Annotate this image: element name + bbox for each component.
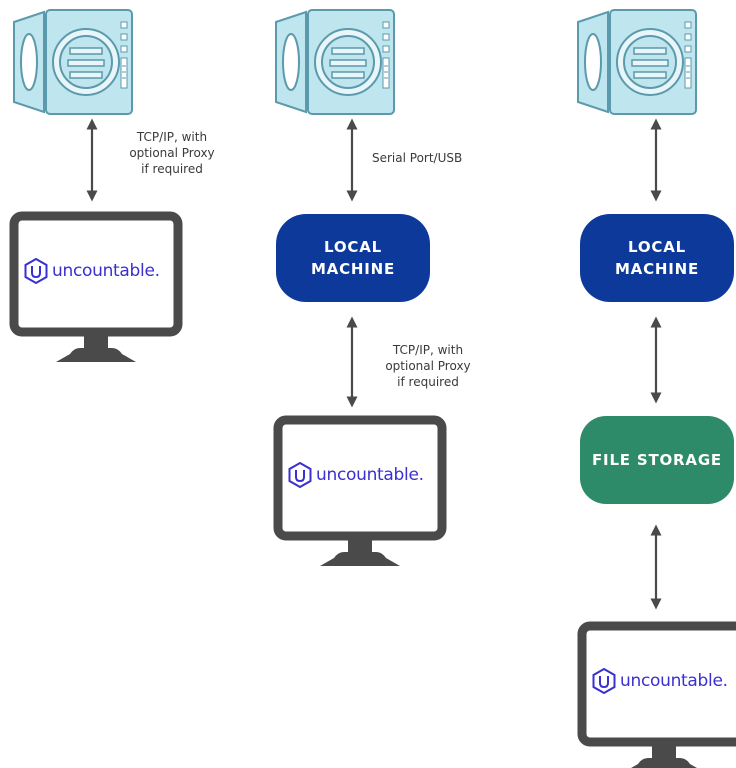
hexagon-u-icon	[288, 462, 312, 488]
link-label-tcpip: TCP/IP, with optional Proxy if required	[385, 343, 471, 389]
hexagon-u-icon	[24, 258, 48, 284]
local-machine-box: LOCAL MACHINE	[276, 214, 430, 302]
logo-text: uncountable	[52, 261, 155, 281]
link-label-serial-usb: Serial Port/USB	[372, 151, 463, 165]
file-storage-box: FILE STORAGE	[580, 416, 734, 504]
uncountable-logo: uncountable.	[288, 462, 424, 488]
logo-text: uncountable	[316, 465, 419, 485]
link-label-tcpip: TCP/IP, with optional Proxy if required	[129, 130, 215, 176]
autoclave-icon	[577, 9, 697, 115]
autoclave-icon	[13, 9, 133, 115]
logo-text: uncountable	[620, 671, 723, 691]
logo-dot: .	[154, 261, 160, 281]
logo-dot: .	[418, 465, 424, 485]
logo-dot: .	[722, 671, 728, 691]
monitor-icon	[14, 216, 178, 362]
monitor-icon	[582, 626, 736, 768]
monitor-icon	[278, 420, 442, 566]
autoclave-icon	[275, 9, 395, 115]
hexagon-u-icon	[592, 668, 616, 694]
uncountable-logo: uncountable.	[592, 668, 728, 694]
uncountable-logo: uncountable.	[24, 258, 160, 284]
local-machine-box: LOCAL MACHINE	[580, 214, 734, 302]
